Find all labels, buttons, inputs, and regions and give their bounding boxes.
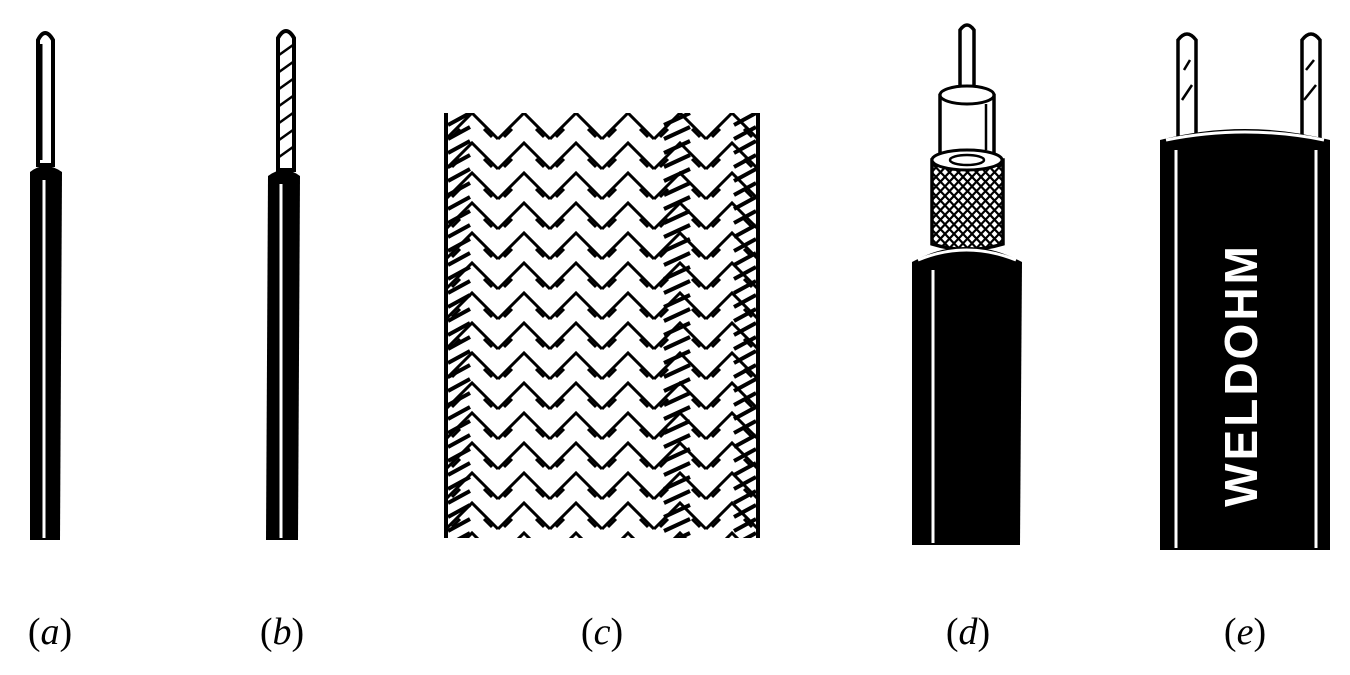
cable-e-right-conductor bbox=[1300, 32, 1322, 142]
cable-a-insulation bbox=[30, 166, 62, 540]
cable-b-strand-lay bbox=[278, 43, 294, 159]
cable-e-ribbon bbox=[1160, 129, 1330, 550]
cable-d-outer-jacket bbox=[912, 247, 1022, 545]
caption-d: (d) bbox=[945, 611, 991, 653]
caption-c: (c) bbox=[580, 611, 624, 653]
cable-d-jacket-top bbox=[917, 248, 1017, 262]
cable-e-ribbon-top bbox=[1165, 130, 1325, 142]
cable-c-braid bbox=[444, 113, 760, 538]
caption-b: (b) bbox=[259, 611, 305, 653]
cable-e-left-conductor bbox=[1176, 32, 1198, 142]
cable-c-braid-body bbox=[446, 113, 758, 538]
caption-e: (e) bbox=[1223, 611, 1267, 653]
cable-d-dielectric-top bbox=[938, 84, 996, 106]
caption-a: (a) bbox=[27, 611, 73, 653]
cable-b-insulation bbox=[266, 170, 300, 540]
cable-a-solid-wire bbox=[30, 31, 62, 540]
cable-d-coaxial bbox=[912, 23, 1022, 545]
cable-d-braid-screen bbox=[930, 148, 1005, 252]
cable-c-braid-weave bbox=[446, 113, 758, 538]
cable-b-stranded-wire bbox=[266, 29, 300, 540]
cable-e-brand-label: WELDOHM bbox=[1215, 243, 1267, 507]
cable-e-twin-feeder: WELDOHM bbox=[1160, 32, 1330, 550]
cable-e-strand-lay bbox=[1180, 59, 1317, 101]
